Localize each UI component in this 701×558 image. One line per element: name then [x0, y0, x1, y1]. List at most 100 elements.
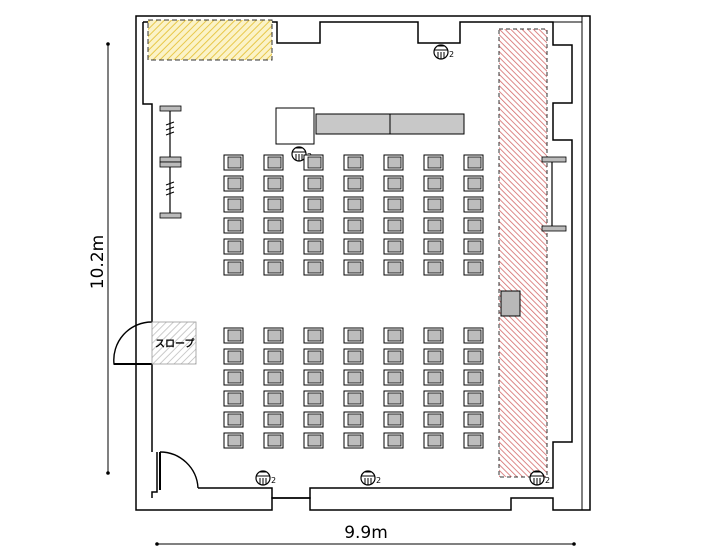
chair — [303, 154, 324, 171]
chair — [463, 217, 484, 234]
chair — [383, 369, 404, 386]
chair — [263, 154, 284, 171]
mic-marker-bottom-left: 2 — [255, 470, 276, 486]
chair — [223, 432, 244, 449]
head-table-right — [389, 113, 465, 135]
slope-label: スロープ — [155, 337, 195, 350]
stage-area — [498, 28, 548, 478]
chair — [463, 432, 484, 449]
chair — [303, 196, 324, 213]
chair — [263, 348, 284, 365]
chair — [223, 217, 244, 234]
mic-marker-top-right: 2 — [433, 44, 454, 60]
chair — [263, 390, 284, 407]
chair — [423, 348, 444, 365]
chair — [383, 432, 404, 449]
chair — [263, 369, 284, 386]
chair — [423, 238, 444, 255]
chair — [383, 238, 404, 255]
chair — [423, 196, 444, 213]
chair — [383, 327, 404, 344]
chair — [303, 390, 324, 407]
lower-door-swing — [159, 451, 199, 489]
chair — [303, 348, 324, 365]
chair — [223, 259, 244, 276]
chair — [463, 369, 484, 386]
chair — [343, 390, 364, 407]
chair — [223, 390, 244, 407]
chair — [343, 432, 364, 449]
seating-block-rear — [223, 327, 484, 449]
left-wall-fixture-bottom — [159, 161, 182, 219]
chair — [303, 369, 324, 386]
chair — [343, 348, 364, 365]
chair — [223, 411, 244, 428]
chair — [223, 348, 244, 365]
podium-box — [275, 107, 315, 145]
chair — [303, 217, 324, 234]
chair — [383, 175, 404, 192]
width-dimension: 9.9m — [155, 523, 576, 546]
chair — [423, 390, 444, 407]
chair — [263, 327, 284, 344]
chair — [303, 327, 324, 344]
chair — [423, 154, 444, 171]
outer-wall — [135, 15, 591, 511]
upper-door-swing — [113, 321, 153, 365]
head-table-left — [315, 113, 391, 135]
chair — [343, 411, 364, 428]
chair — [343, 369, 364, 386]
chair — [463, 154, 484, 171]
svg-text:2: 2 — [271, 476, 276, 485]
chair — [463, 259, 484, 276]
chair — [303, 175, 324, 192]
chair — [383, 217, 404, 234]
width-dimension-label: 9.9m — [344, 523, 388, 543]
right-wall-fixture — [541, 156, 567, 232]
chair — [423, 327, 444, 344]
chair — [423, 369, 444, 386]
chair — [223, 327, 244, 344]
chair — [303, 432, 324, 449]
chair — [463, 327, 484, 344]
height-dimension-label: 10.2m — [88, 235, 108, 289]
chair — [383, 390, 404, 407]
chair — [463, 390, 484, 407]
chair — [463, 238, 484, 255]
chair — [463, 411, 484, 428]
chair — [343, 154, 364, 171]
chair — [423, 175, 444, 192]
chair — [263, 238, 284, 255]
slope-area — [151, 321, 197, 365]
chair — [223, 238, 244, 255]
left-wall-upper — [142, 22, 153, 322]
chair — [423, 259, 444, 276]
chair — [383, 411, 404, 428]
chair — [223, 369, 244, 386]
height-dimension: 10.2m — [88, 42, 110, 475]
chair — [223, 175, 244, 192]
chair — [423, 411, 444, 428]
chair — [463, 175, 484, 192]
chair — [383, 259, 404, 276]
chair — [463, 196, 484, 213]
chair — [223, 196, 244, 213]
mic-marker-bottom-right: 2 — [529, 470, 550, 486]
chair — [303, 411, 324, 428]
chair — [263, 432, 284, 449]
left-wall-bottom — [151, 452, 158, 498]
chair — [263, 217, 284, 234]
chair — [383, 154, 404, 171]
left-wall-fixture-top — [159, 105, 182, 163]
chair — [263, 175, 284, 192]
chair — [303, 259, 324, 276]
chair — [463, 348, 484, 365]
chair — [383, 196, 404, 213]
chair — [423, 217, 444, 234]
chair — [343, 217, 364, 234]
lectern — [500, 290, 521, 317]
chair — [343, 238, 364, 255]
svg-text:2: 2 — [449, 50, 454, 59]
storage-area — [147, 19, 273, 61]
chair — [343, 175, 364, 192]
